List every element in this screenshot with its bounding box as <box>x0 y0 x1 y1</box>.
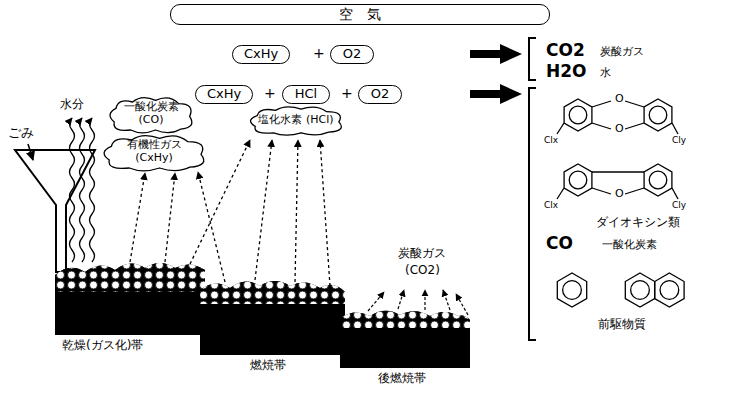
reactant-bubble: O2 <box>330 45 374 64</box>
molecule-structures <box>557 99 684 307</box>
gas-cloud: 塩化水素 (HCl) <box>245 104 347 136</box>
moisture-label: 水分 <box>60 98 84 112</box>
plus-sign: + <box>313 45 325 61</box>
zone-label: 燃焼帯 <box>250 359 286 373</box>
atom-label: O <box>614 93 625 106</box>
reactant-bubble: O2 <box>358 85 402 104</box>
node-text: CxHy <box>207 87 241 102</box>
hopper <box>15 150 95 272</box>
node-text: 塩化水素 (HCl) <box>258 114 333 127</box>
node-text: 空 気 <box>339 6 381 22</box>
gas-cloud: 一酸化炭素 (CO) <box>105 94 197 134</box>
substituent-label: Clx <box>544 200 558 210</box>
formula: H2O <box>546 62 587 82</box>
feed-arrow <box>28 144 33 160</box>
compound-name: 水 <box>600 67 611 80</box>
node-text: O2 <box>371 87 390 102</box>
plus-sign: + <box>264 85 276 101</box>
gas-label: 炭酸ガス <box>398 247 446 261</box>
reaction-arrow <box>470 44 522 64</box>
substituent-label: Cly <box>672 135 686 145</box>
bracket <box>529 88 536 340</box>
atom-label: O <box>614 123 625 136</box>
bracket <box>529 38 536 80</box>
node-text: 一酸化炭素 (CO) <box>118 101 184 126</box>
node-text: CxHy <box>244 47 278 62</box>
moisture-arrows <box>70 118 95 262</box>
substituent-label: Cly <box>672 200 686 210</box>
formula: CO <box>546 234 573 254</box>
reaction-arrow <box>470 84 522 104</box>
gas-cloud: 有機性ガス (CxHy) <box>98 132 210 172</box>
co2-arrows <box>368 290 468 315</box>
reactant-bubble: HCl <box>282 85 330 104</box>
compound-name: 前駆物質 <box>598 318 646 332</box>
air-banner: 空 気 <box>170 4 550 25</box>
zone-label: 乾燥(ガス化)帯 <box>62 339 143 353</box>
node-text: O2 <box>343 47 362 62</box>
formula: CO2 <box>546 41 585 61</box>
node-text: 有機性ガス (CxHy) <box>116 139 192 164</box>
node-text: HCl <box>295 87 317 102</box>
reactant-bubble: CxHy <box>232 45 290 64</box>
compound-name: ダイオキシン類 <box>596 216 680 230</box>
input-label: ごみ <box>8 126 34 141</box>
compound-name: 炭酸ガス <box>600 46 644 59</box>
zone-label: 後燃焼帯 <box>378 372 426 386</box>
combustion-zone <box>195 270 350 360</box>
reactant-bubble: CxHy <box>195 85 253 104</box>
plus-sign: + <box>341 85 353 101</box>
compound-name: 一酸化炭素 <box>602 239 657 252</box>
atom-label: O <box>614 188 625 201</box>
afterburn-zone <box>335 300 475 370</box>
substituent-label: Clx <box>544 135 558 145</box>
drying-zone <box>50 250 210 340</box>
gas-label: (CO2) <box>405 264 440 278</box>
